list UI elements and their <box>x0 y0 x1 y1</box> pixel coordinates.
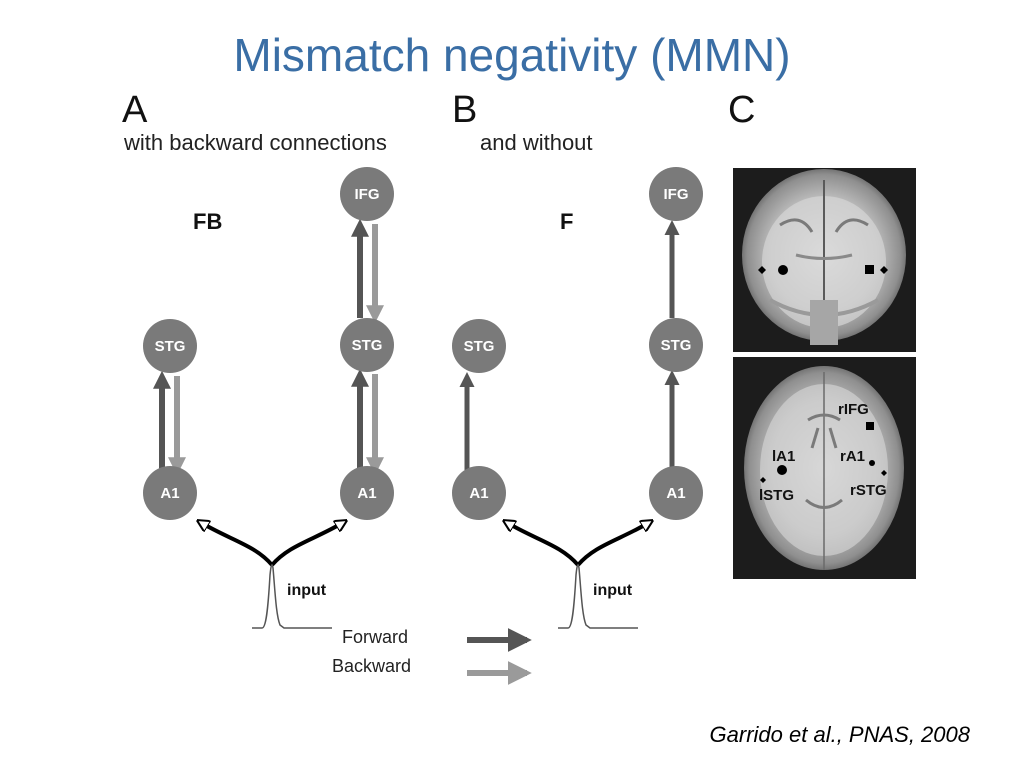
panel-b-network: IFG STG STG A1 A1 input <box>452 167 703 629</box>
a1-node-right-b <box>649 466 703 520</box>
dot-marker-ra1 <box>869 460 875 466</box>
brain-label-rifg: rIFG <box>838 401 869 418</box>
stg-node-right-b <box>649 318 703 372</box>
stg-node-left-a-label: STG <box>155 338 186 355</box>
brain-label-rstg: rSTG <box>850 482 887 499</box>
brain-label-la1: lA1 <box>772 448 795 465</box>
stg-node-left-a <box>143 319 197 373</box>
legend-forward-label: Forward <box>342 627 408 647</box>
brain-label-lstg: lSTG <box>759 487 794 504</box>
input-arrow-left-a <box>200 522 274 567</box>
panel-a-subtitle: with backward connections <box>123 130 387 155</box>
citation: Garrido et al., PNAS, 2008 <box>709 722 970 747</box>
input-arrow-right-b <box>576 522 650 567</box>
diamond-marker-right-coronal <box>880 266 888 274</box>
input-arrow-right-a <box>270 522 344 567</box>
model-fb-label: FB <box>193 209 222 234</box>
input-label-b: input <box>593 582 633 599</box>
diamond-marker-left-coronal <box>758 266 766 274</box>
a1-node-right-b-label: A1 <box>666 485 685 502</box>
a1-node-right-a <box>340 466 394 520</box>
square-marker-rifg <box>866 422 874 430</box>
stg-node-right-a-label: STG <box>352 337 383 354</box>
model-f-label: F <box>560 209 573 234</box>
a1-node-left-b-label: A1 <box>469 485 488 502</box>
panel-b-letter: B <box>452 89 477 131</box>
stg-node-right-a <box>340 318 394 372</box>
ifg-node-a-label: IFG <box>355 186 380 203</box>
stg-node-left-b-label: STG <box>464 338 495 355</box>
input-label-a: input <box>287 582 327 599</box>
legend-backward-label: Backward <box>332 656 411 676</box>
brain-axial-image: rIFG lA1 rA1 lSTG rSTG <box>733 357 916 579</box>
a1-node-left-a <box>143 466 197 520</box>
square-marker-coronal <box>865 265 874 274</box>
circle-marker-coronal <box>778 265 788 275</box>
diamond-marker-rstg <box>881 470 887 476</box>
brain-coronal-image <box>733 168 916 352</box>
panel-a-network: IFG STG STG A1 A1 input <box>143 167 394 629</box>
stg-node-left-b <box>452 319 506 373</box>
input-waveform-a <box>252 564 332 629</box>
ifg-node-b <box>649 167 703 221</box>
input-waveform-b <box>558 564 638 629</box>
a1-node-left-a-label: A1 <box>160 485 179 502</box>
panel-a-letter: A <box>122 89 148 131</box>
panel-b-subtitle: and without <box>480 130 593 155</box>
ifg-node-a <box>340 167 394 221</box>
diamond-marker-lstg <box>760 477 766 483</box>
legend: Forward Backward <box>332 627 532 685</box>
a1-node-right-a-label: A1 <box>357 485 376 502</box>
ifg-node-b-label: IFG <box>664 186 689 203</box>
slide-title: Mismatch negativity (MMN) <box>233 29 791 81</box>
a1-node-left-b <box>452 466 506 520</box>
brain-label-ra1: rA1 <box>840 448 865 465</box>
circle-marker-la1 <box>777 465 787 475</box>
input-arrow-left-b <box>506 522 580 567</box>
panel-c-letter: C <box>728 89 755 131</box>
stg-node-right-b-label: STG <box>661 337 692 354</box>
